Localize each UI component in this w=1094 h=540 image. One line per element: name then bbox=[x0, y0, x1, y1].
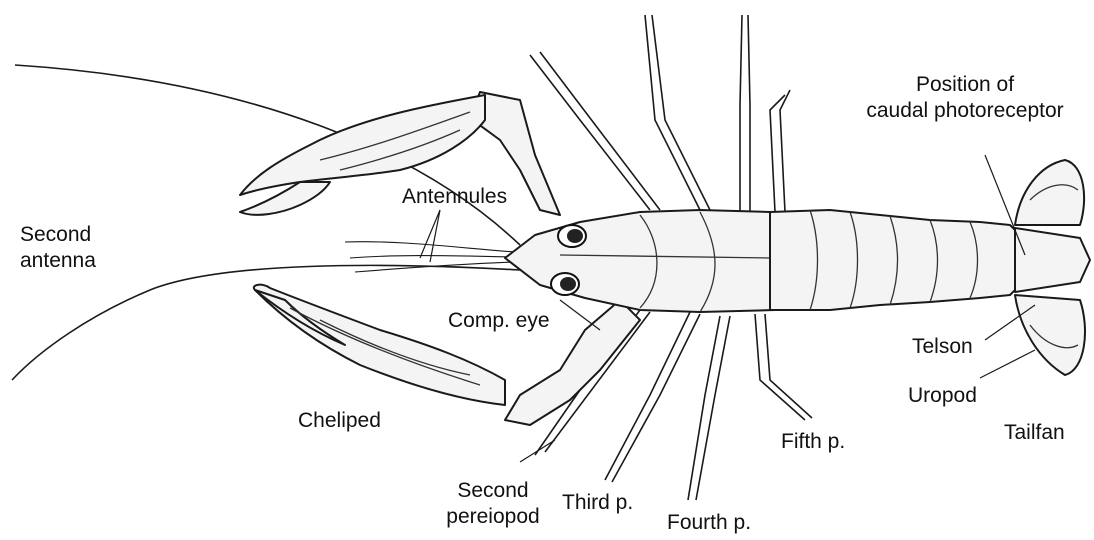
walking-legs-upper bbox=[530, 15, 790, 212]
label-telson: Telson bbox=[912, 334, 973, 360]
label-fourth-p: Fourth p. bbox=[667, 510, 751, 536]
label-second-pereiopod-line2: pereiopod bbox=[438, 504, 548, 530]
label-position-caudal-line1: Position of bbox=[840, 72, 1090, 98]
abdomen bbox=[770, 210, 1020, 310]
label-comp-eye: Comp. eye bbox=[448, 308, 550, 334]
label-tailfan: Tailfan bbox=[1004, 420, 1065, 446]
label-cheliped: Cheliped bbox=[298, 408, 381, 434]
label-second-antenna-line1: Second bbox=[20, 222, 96, 248]
second-antenna-upper bbox=[15, 65, 520, 245]
label-fifth-p: Fifth p. bbox=[781, 429, 845, 455]
label-second-antenna: Second antenna bbox=[20, 222, 96, 274]
label-position-caudal: Position of caudal photoreceptor bbox=[840, 72, 1090, 124]
tailfan bbox=[1015, 160, 1090, 375]
cheliped-upper bbox=[240, 92, 560, 215]
label-antennules: Antennules bbox=[402, 184, 507, 210]
label-second-pereiopod: Second pereiopod bbox=[438, 478, 548, 530]
walking-legs-lower bbox=[535, 310, 812, 500]
carapace bbox=[505, 210, 775, 312]
label-position-caudal-line2: caudal photoreceptor bbox=[840, 98, 1090, 124]
label-second-pereiopod-line1: Second bbox=[438, 478, 548, 504]
label-third-p: Third p. bbox=[562, 490, 633, 516]
antennules bbox=[345, 242, 515, 272]
cheliped-lower bbox=[254, 285, 640, 425]
label-second-antenna-line2: antenna bbox=[20, 248, 96, 274]
label-uropod: Uropod bbox=[908, 383, 977, 409]
